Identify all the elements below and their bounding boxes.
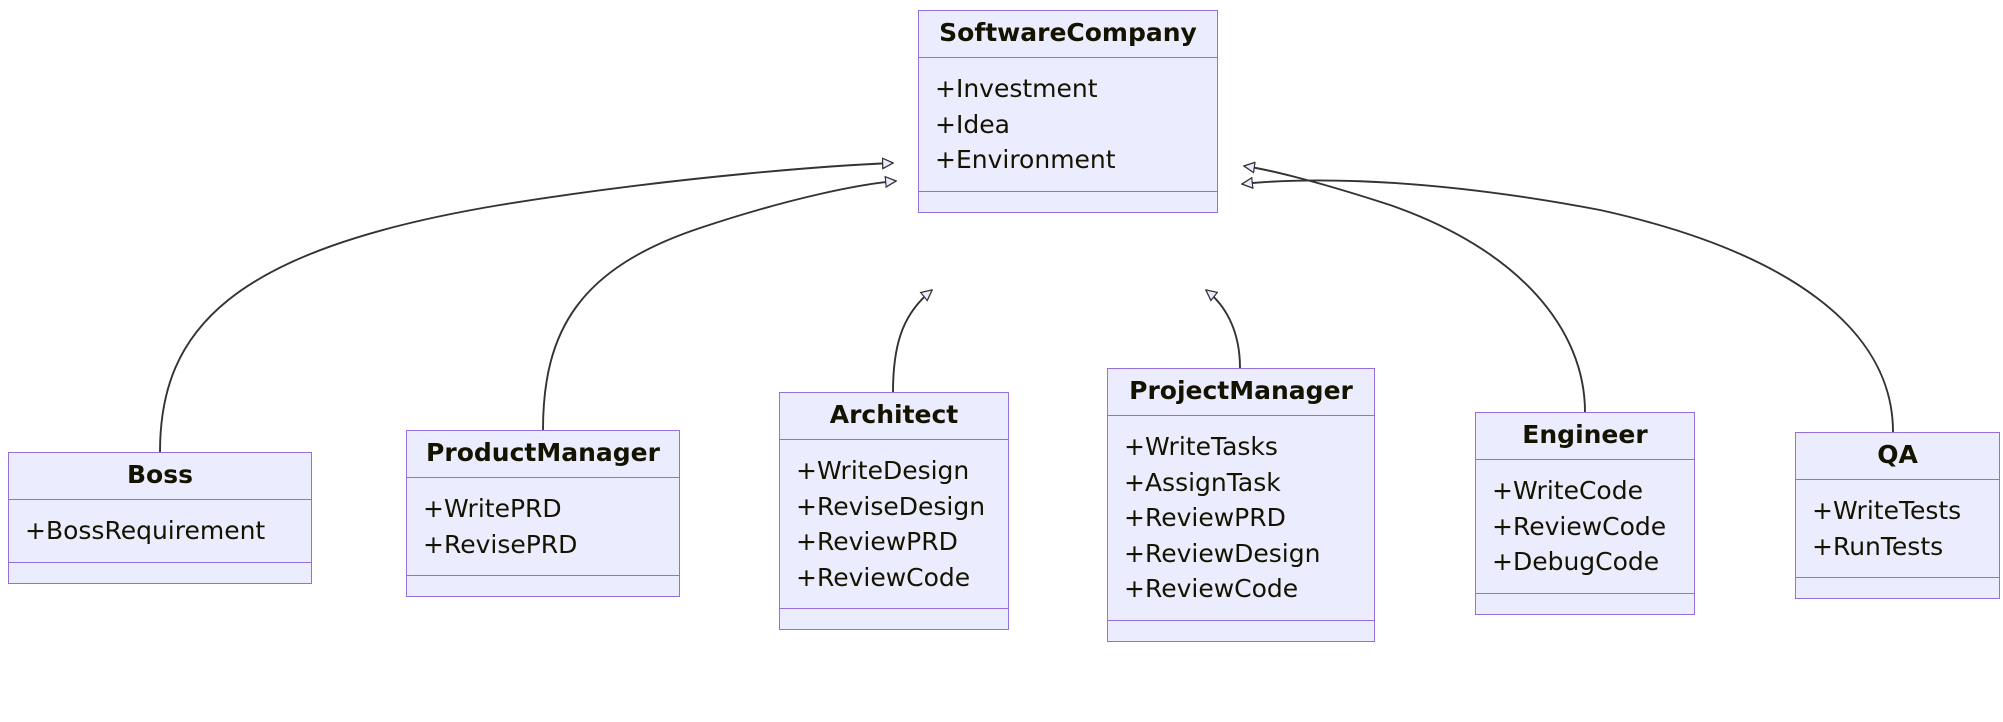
class-member: +ReviewCode xyxy=(796,562,971,592)
edge-projectmanager-to-softwarecompany xyxy=(1206,290,1241,369)
class-methods-boss xyxy=(9,563,311,583)
class-member: +Environment xyxy=(935,145,1116,175)
class-member: +AssignTask xyxy=(1124,467,1281,497)
class-attributes-engineer: +WriteCode +ReviewCode +DebugCode xyxy=(1476,460,1694,594)
class-member: +WriteTests xyxy=(1812,496,1962,526)
class-attributes-projectmanager: +WriteTasks +AssignTask +ReviewPRD +Revi… xyxy=(1108,416,1374,621)
class-methods-softwarecompany xyxy=(919,192,1217,212)
class-title-softwarecompany: SoftwareCompany xyxy=(919,11,1217,59)
class-attributes-qa: +WriteTests +RunTests xyxy=(1796,480,1999,579)
class-methods-projectmanager xyxy=(1108,621,1374,641)
class-member: +Investment xyxy=(935,74,1098,104)
class-member: +ReviewDesign xyxy=(1124,538,1321,568)
class-node-engineer[interactable]: Engineer +WriteCode +ReviewCode +DebugCo… xyxy=(1475,412,1695,615)
class-attributes-productmanager: +WritePRD +RevisePRD xyxy=(407,478,679,577)
class-title-boss: Boss xyxy=(9,453,311,501)
class-member: +WritePRD xyxy=(423,494,562,524)
class-member: +ReviewCode xyxy=(1492,511,1667,541)
class-methods-engineer xyxy=(1476,594,1694,614)
class-methods-productmanager xyxy=(407,576,679,596)
class-title-qa: QA xyxy=(1796,433,1999,481)
class-node-boss[interactable]: Boss +BossRequirement xyxy=(8,452,312,584)
class-member: +WriteDesign xyxy=(796,456,970,486)
class-title-productmanager: ProductManager xyxy=(407,431,679,479)
class-attributes-softwarecompany: +Investment +Idea +Environment xyxy=(919,58,1217,192)
class-title-architect: Architect xyxy=(780,393,1008,441)
class-node-projectmanager[interactable]: ProjectManager +WriteTasks +AssignTask +… xyxy=(1107,368,1375,642)
edge-architect-to-softwarecompany xyxy=(892,290,932,393)
class-member: +DebugCode xyxy=(1492,547,1660,577)
class-member: +WriteCode xyxy=(1492,476,1643,506)
class-attributes-boss: +BossRequirement xyxy=(9,500,311,563)
class-member: +RevisePRD xyxy=(423,529,578,559)
class-methods-qa xyxy=(1796,578,1999,598)
class-title-engineer: Engineer xyxy=(1476,413,1694,461)
class-title-projectmanager: ProjectManager xyxy=(1108,369,1374,417)
class-attributes-architect: +WriteDesign +ReviseDesign +ReviewPRD +R… xyxy=(780,440,1008,610)
class-member: +RunTests xyxy=(1812,531,1944,561)
class-member: +Idea xyxy=(935,109,1010,139)
class-methods-architect xyxy=(780,609,1008,629)
class-member: +ReviewPRD xyxy=(796,527,958,557)
class-node-qa[interactable]: QA +WriteTests +RunTests xyxy=(1795,432,2000,600)
class-node-architect[interactable]: Architect +WriteDesign +ReviseDesign +Re… xyxy=(779,392,1009,631)
class-node-softwarecompany[interactable]: SoftwareCompany +Investment +Idea +Envir… xyxy=(918,10,1218,213)
class-node-productmanager[interactable]: ProductManager +WritePRD +RevisePRD xyxy=(406,430,680,598)
class-member: +ReviseDesign xyxy=(796,491,986,521)
class-member: +ReviewPRD xyxy=(1124,503,1286,533)
class-member: +ReviewCode xyxy=(1124,574,1299,604)
class-member: +BossRequirement xyxy=(25,516,266,546)
class-member: +WriteTasks xyxy=(1124,432,1278,462)
